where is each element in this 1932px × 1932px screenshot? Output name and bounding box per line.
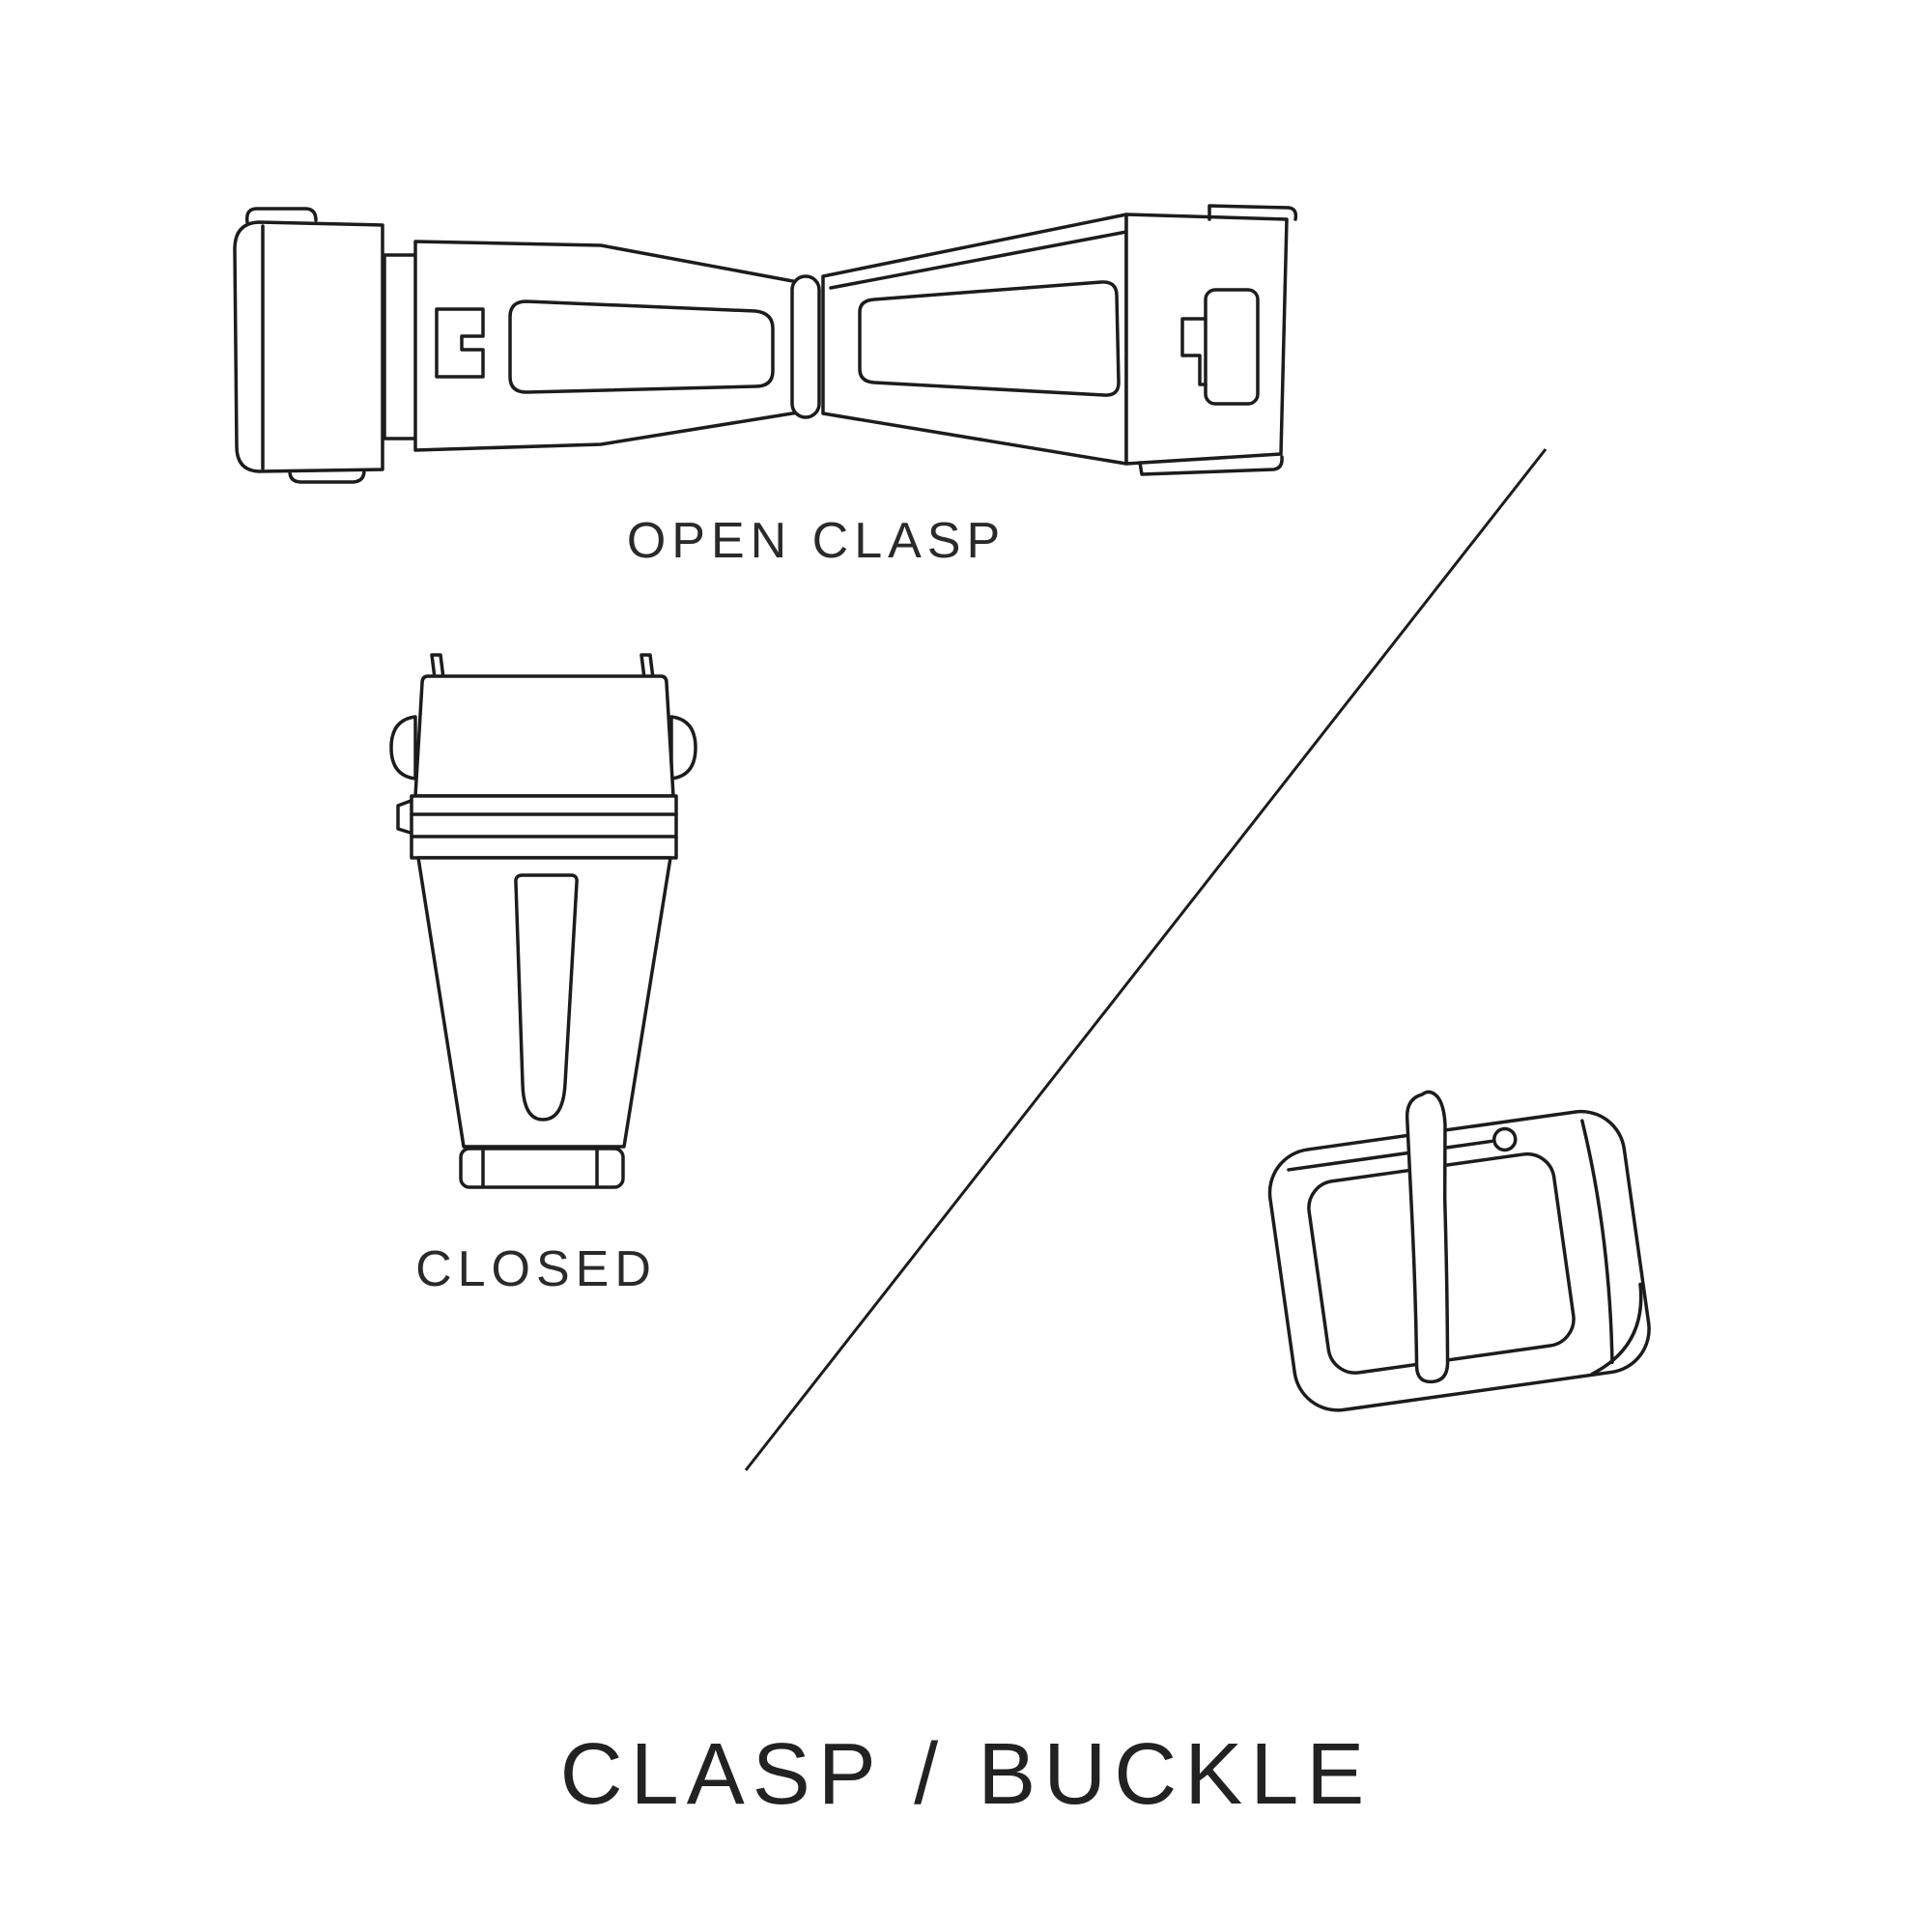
page-title: CLASP / BUCKLE (559, 1726, 1373, 1823)
open-clasp-end-link (233, 220, 384, 473)
open-clasp-latch (435, 307, 485, 379)
open-clasp-illustration (233, 204, 1298, 484)
open-clasp-keeper (1204, 288, 1260, 406)
buckle-tongue (1405, 1090, 1450, 1384)
closed-clasp-top-box (413, 674, 675, 798)
closed-clasp-label: CLOSED (415, 1241, 657, 1297)
closed-clasp-illustration (389, 653, 697, 1189)
closed-clasp-body (416, 856, 672, 1149)
open-clasp-left-arm (413, 240, 800, 452)
closed-clasp-ear-left (389, 715, 417, 781)
closed-clasp-bands (410, 794, 678, 860)
open-clasp-top-tab (244, 207, 318, 224)
open-clasp-right-arm (821, 213, 1128, 466)
buckle-pin (1287, 1151, 1411, 1172)
closed-clasp-ear-right (669, 715, 697, 781)
open-clasp-label: OPEN CLASP (626, 513, 1007, 569)
buckle-pin-loop (1492, 1126, 1518, 1152)
closed-clasp-cap (459, 1147, 625, 1189)
buckle-frame-outer (1267, 1109, 1651, 1412)
buckle-illustration (1267, 1090, 1651, 1412)
open-clasp-hinge (790, 274, 821, 419)
open-clasp-bottom-tab (288, 469, 366, 484)
divider-line (744, 448, 1548, 1471)
